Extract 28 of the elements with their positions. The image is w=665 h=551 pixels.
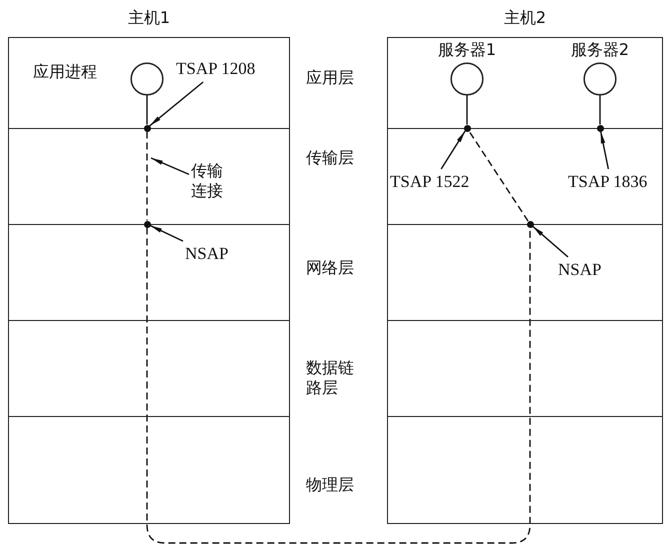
transport-connection-line bbox=[146, 132, 148, 220]
callout-text: TSAP 1208 bbox=[176, 58, 262, 80]
callout-text: TSAP 1522 bbox=[390, 171, 476, 193]
leader-line bbox=[600, 131, 610, 170]
host-title: 主机2 bbox=[504, 8, 546, 28]
layer-label: 应用层 bbox=[306, 68, 355, 88]
layer-label: 传输层 bbox=[306, 148, 355, 168]
callout-text: NSAP bbox=[185, 243, 235, 265]
layer-label: 网络层 bbox=[306, 258, 355, 278]
stem-line bbox=[146, 95, 148, 124]
transport-connection-line bbox=[146, 228, 531, 544]
process-label: 应用进程 bbox=[33, 62, 97, 82]
layer-label: 物理层 bbox=[306, 475, 355, 495]
leader-line bbox=[150, 224, 184, 242]
layer-label: 数据链路层 bbox=[306, 358, 355, 398]
stem-line bbox=[466, 95, 468, 124]
stem-line bbox=[599, 95, 601, 124]
callout-text: 传输连接 bbox=[191, 161, 227, 205]
transport-connection-line bbox=[468, 130, 529, 222]
leader-line bbox=[149, 81, 204, 126]
leader-line bbox=[150, 157, 190, 176]
process-label: 服务器1 bbox=[438, 40, 496, 60]
host-title: 主机1 bbox=[128, 8, 170, 28]
callout-text: NSAP bbox=[558, 259, 608, 281]
process-label: 服务器2 bbox=[570, 40, 630, 60]
leader-line bbox=[440, 130, 466, 170]
callout-text: TSAP 1836 bbox=[568, 171, 654, 193]
leader-line bbox=[532, 226, 568, 258]
